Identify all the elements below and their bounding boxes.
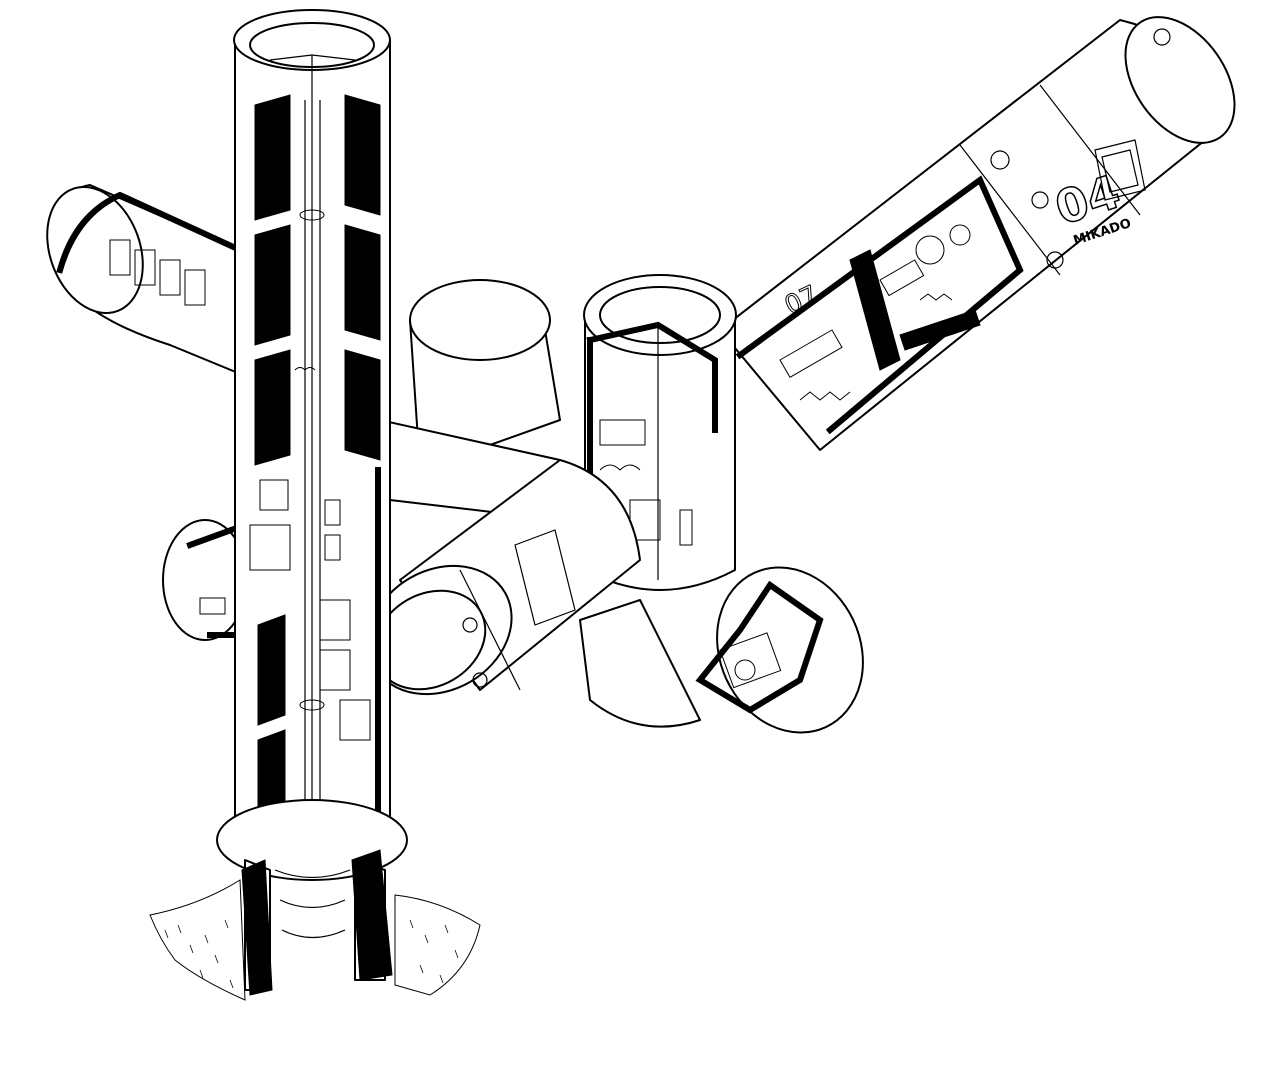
tower-interior [249,209,371,741]
lower-right-tube [579,566,864,734]
left-upper-tube [46,184,256,381]
interior-furniture [109,239,206,306]
ground-hatching [149,879,481,1001]
right-long-tube: 04 MIKADO 07 [719,16,1236,451]
main-tower [216,9,408,996]
machinery-interior [779,224,971,401]
front-tube [367,459,641,696]
tower-wall-cuts [254,94,381,841]
room-interior [599,419,693,546]
